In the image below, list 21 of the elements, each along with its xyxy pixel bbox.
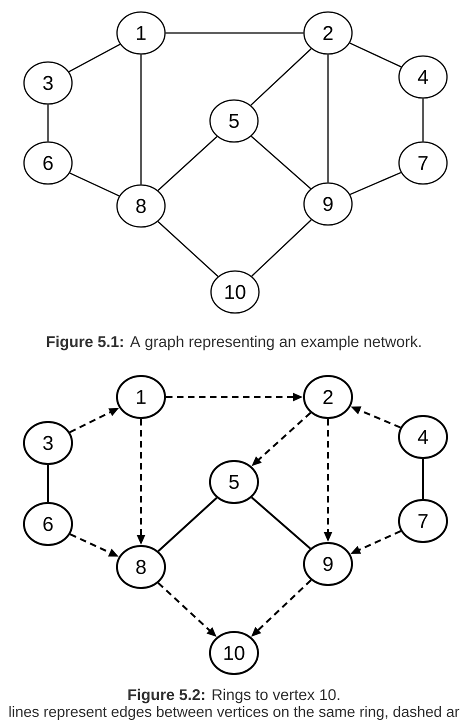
edge-line — [422, 98, 424, 142]
edge-line — [47, 465, 49, 502]
edge-line — [251, 496, 311, 550]
edge-line — [350, 42, 402, 68]
edge-line — [140, 54, 142, 184]
figure-caption: lines represent edges between vertices on the same ring, dashed ar — [9, 706, 460, 720]
edge-line — [350, 172, 402, 196]
edge-line — [327, 54, 329, 182]
figure-caption: Figure 5.1: A graph representing an example network. — [46, 336, 421, 350]
edge-line — [422, 459, 424, 499]
edge-line — [68, 44, 120, 72]
edge-line — [158, 221, 218, 277]
edge-line — [250, 136, 312, 190]
edge-line — [166, 32, 304, 34]
edge-line — [158, 497, 218, 552]
edge-line — [47, 104, 49, 142]
edge-line — [251, 219, 312, 277]
edge-line — [250, 48, 312, 106]
edge-line — [158, 136, 218, 191]
figure-caption: Figure 5.2: Rings to vertex 10. — [128, 688, 340, 704]
edge-line — [70, 172, 120, 196]
